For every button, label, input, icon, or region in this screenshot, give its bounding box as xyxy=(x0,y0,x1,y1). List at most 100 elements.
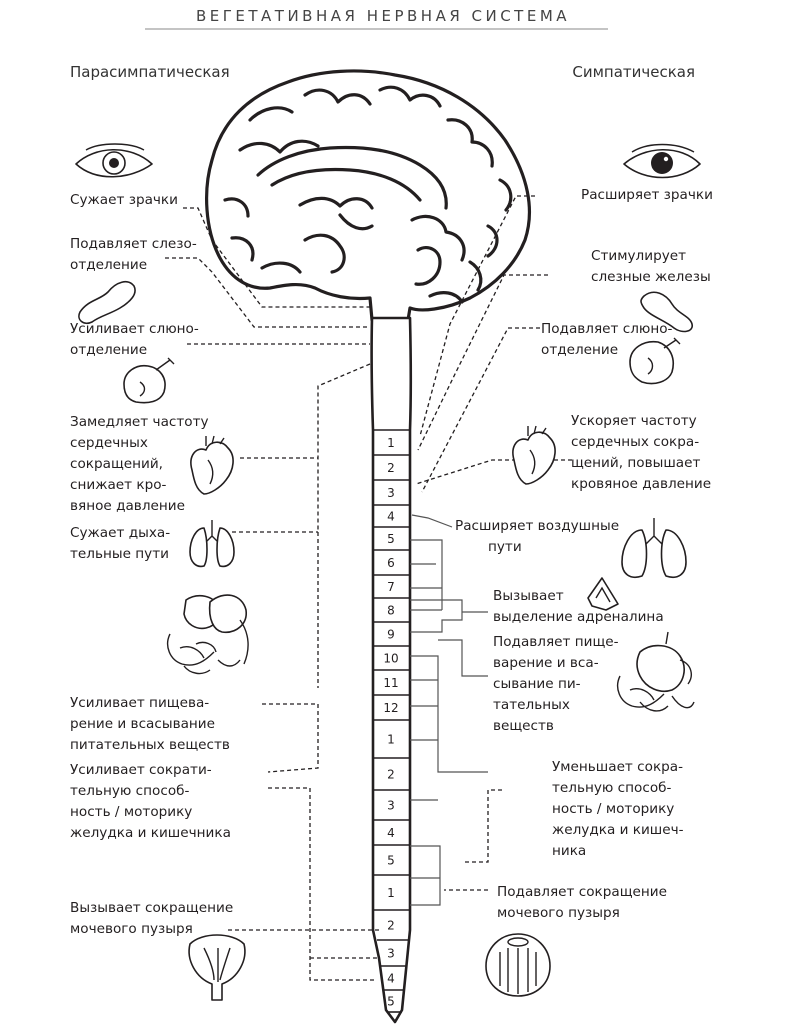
symp-label-airways-line-2: пути xyxy=(488,539,522,555)
segment-number: 9 xyxy=(387,628,395,642)
para-label-tears-line-2: отделение xyxy=(70,257,147,273)
segment-number: 11 xyxy=(383,676,398,690)
para-label-saliva: Усиливает слюно- отделение xyxy=(70,321,203,358)
symp-label-digestion-line-2: варение и вса- xyxy=(493,655,599,671)
para-label-bladder-line-1: Вызывает сокращение xyxy=(70,900,233,916)
segment-number: 4 xyxy=(387,510,395,524)
sympathetic-heading: Симпатическая xyxy=(572,63,695,81)
symp-label-adrenaline: Вызывает выделение адреналина xyxy=(493,588,664,625)
symp-label-airways: Расширяет воздушные пути xyxy=(455,518,623,555)
symp-label-adrenaline-line-1: Вызывает xyxy=(493,588,564,604)
symp-label-motility-line-1: Уменьшает сокра- xyxy=(552,759,683,775)
symp-label-heart-line-2: сердечных сокра- xyxy=(571,434,699,450)
symp-label-heart-line-1: Ускоряет частоту xyxy=(571,413,697,429)
symp-label-motility-line-4: желудка и кишеч- xyxy=(552,822,684,838)
para-label-digestion-line-2: рение и всасывание xyxy=(70,716,215,732)
para-label-heart-line-1: Замедляет частоту xyxy=(70,414,209,430)
para-label-pupils: Сужает зрачки xyxy=(70,192,178,208)
para-label-motility-line-2: тельную способ- xyxy=(70,783,190,799)
symp-label-adrenaline-line-2: выделение адреналина xyxy=(493,609,664,625)
symp-label-heart: Ускоряет частоту сердечных сокра- щений,… xyxy=(571,413,711,492)
para-label-digestion-line-3: питательных веществ xyxy=(70,737,230,753)
right-digestive-organs-icon xyxy=(616,631,695,712)
para-label-pupils-line-1: Сужает зрачки xyxy=(70,192,178,208)
left-lungs-icon xyxy=(189,520,235,568)
para-label-motility: Усиливает сократи- тельную способ- ность… xyxy=(70,762,231,841)
segment-number: 5 xyxy=(387,854,395,868)
symp-label-tears-line-2: слезные железы xyxy=(591,269,711,285)
symp-label-saliva-line-1: Подавляет слюно- xyxy=(541,321,673,337)
right-eye-icon xyxy=(623,143,701,179)
para-label-bladder-line-2: мочевого пузыря xyxy=(70,921,193,937)
symp-label-bladder-line-2: мочевого пузыря xyxy=(497,905,620,921)
segment-number: 2 xyxy=(387,768,395,782)
left-digestive-organs-icon xyxy=(166,594,249,675)
para-label-heart-line-3: сокращений, xyxy=(70,456,163,472)
symp-label-saliva: Подавляет слюно- отделение xyxy=(541,321,677,358)
segment-number: 2 xyxy=(387,919,395,933)
symp-label-digestion-line-3: сывание пи- xyxy=(493,676,581,692)
segment-number: 10 xyxy=(383,652,398,666)
left-eye-icon xyxy=(75,143,153,178)
segment-number: 7 xyxy=(387,580,395,594)
para-label-saliva-line-2: отделение xyxy=(70,342,147,358)
symp-label-digestion: Подавляет пище- варение и вса- сывание п… xyxy=(493,634,623,734)
symp-label-heart-line-3: щений, повышает xyxy=(571,455,700,471)
para-label-motility-line-4: желудка и кишечника xyxy=(70,825,231,841)
para-label-bladder: Вызывает сокращение мочевого пузыря xyxy=(70,900,238,937)
left-bladder-icon xyxy=(188,934,246,1001)
segment-number: 3 xyxy=(387,486,395,500)
para-label-airways-line-1: Сужает дыха- xyxy=(70,525,170,541)
left-salivary-gland-icon xyxy=(123,357,175,404)
symp-label-pupils: Расширяет зрачки xyxy=(581,187,713,203)
segment-number: 8 xyxy=(387,604,395,618)
para-label-tears: Подавляет слезо- отделение xyxy=(70,236,201,273)
symp-label-tears-line-1: Стимулирует xyxy=(591,248,686,264)
symp-label-digestion-line-4: тательных xyxy=(493,697,570,713)
segment-number: 3 xyxy=(387,947,395,961)
segment-number: 1 xyxy=(387,436,395,450)
symp-label-bladder-line-1: Подавляет сокращение xyxy=(497,884,667,900)
right-salivary-gland-icon xyxy=(629,337,681,385)
symp-label-digestion-line-1: Подавляет пище- xyxy=(493,634,619,650)
brain-illustration xyxy=(205,69,532,322)
segment-number: 3 xyxy=(387,799,395,813)
symp-label-motility-line-3: ность / моторику xyxy=(552,801,674,817)
symp-label-bladder: Подавляет сокращение мочевого пузыря xyxy=(497,884,671,921)
para-label-saliva-line-1: Усиливает слюно- xyxy=(70,321,199,337)
para-label-motility-line-3: ность / моторику xyxy=(70,804,192,820)
diagram-title: ВЕГЕТАТИВНАЯ НЕРВНАЯ СИСТЕМА xyxy=(196,7,570,25)
nerve-connection-lines xyxy=(165,195,572,981)
symp-label-heart-line-4: кровяное давление xyxy=(571,476,711,492)
segment-number: 2 xyxy=(387,461,395,475)
para-label-airways: Сужает дыха- тельные пути xyxy=(70,525,174,562)
symp-label-motility-line-2: тельную способ- xyxy=(552,780,672,796)
para-label-digestion-line-1: Усиливает пищева- xyxy=(70,695,209,711)
segment-number: 1 xyxy=(387,733,395,747)
left-heart-icon xyxy=(190,435,234,495)
symp-label-digestion-line-5: веществ xyxy=(493,718,554,734)
symp-label-tears: Стимулирует слезные железы xyxy=(591,248,711,285)
segment-number: 12 xyxy=(383,701,398,715)
para-label-heart: Замедляет частоту сердечных сокращений, … xyxy=(70,414,213,514)
para-label-airways-line-2: тельные пути xyxy=(70,546,169,562)
segment-number: 5 xyxy=(387,995,395,1009)
segment-number: 4 xyxy=(387,972,395,986)
right-heart-icon xyxy=(512,425,556,485)
symp-label-airways-line-1: Расширяет воздушные xyxy=(455,518,619,534)
left-lacrimal-gland-icon xyxy=(78,280,136,325)
symp-label-motility: Уменьшает сокра- тельную способ- ность /… xyxy=(552,759,688,859)
segment-number: 5 xyxy=(387,532,395,546)
right-lungs-icon xyxy=(621,518,687,578)
para-label-heart-line-2: сердечных xyxy=(70,435,148,451)
para-label-motility-line-1: Усиливает сократи- xyxy=(70,762,212,778)
segment-number: 4 xyxy=(387,826,395,840)
right-lacrimal-gland-icon xyxy=(640,291,693,333)
para-label-heart-line-4: снижает кро- xyxy=(70,477,167,493)
segment-number: 1 xyxy=(387,886,395,900)
right-bladder-icon xyxy=(485,933,551,997)
symp-label-saliva-line-2: отделение xyxy=(541,342,618,358)
symp-label-pupils-line-1: Расширяет зрачки xyxy=(581,187,713,203)
